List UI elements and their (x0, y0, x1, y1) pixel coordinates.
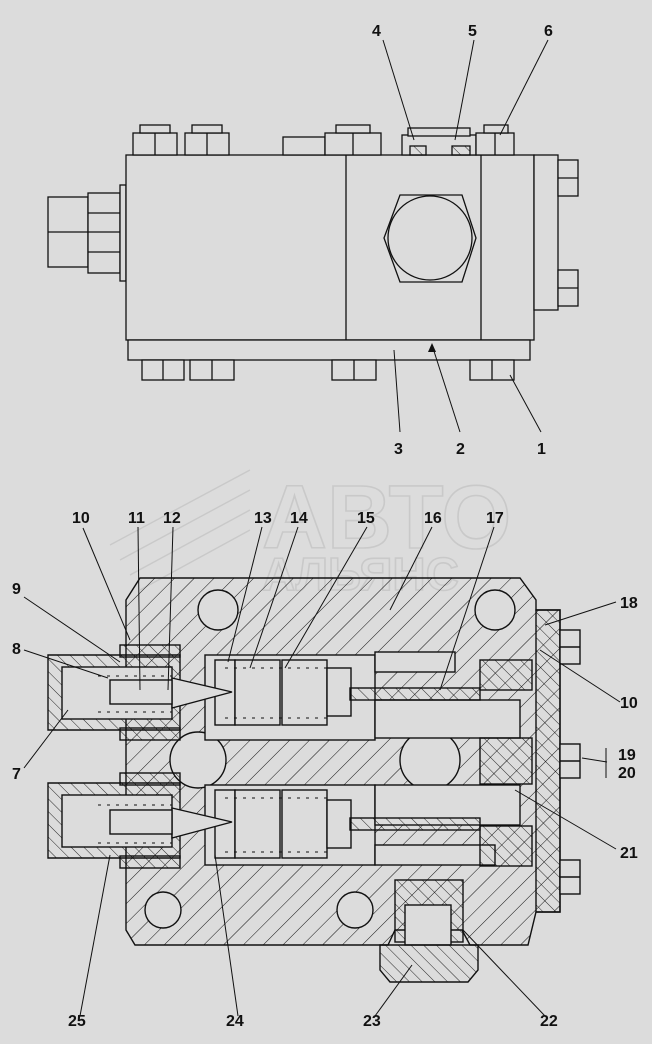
callout-21: 21 (620, 845, 638, 862)
callout-3: 3 (394, 441, 403, 458)
callout-19: 19 (618, 747, 636, 764)
callout-17: 17 (486, 510, 504, 527)
callout-10-top: 10 (72, 510, 90, 527)
callout-13: 13 (254, 510, 272, 527)
callout-14: 14 (290, 510, 308, 527)
bottom-plate (127, 339, 531, 361)
callout-22: 22 (540, 1013, 558, 1030)
callout-11: 11 (128, 510, 145, 527)
section-view (47, 577, 581, 983)
top-view (47, 124, 579, 381)
springs (98, 667, 330, 853)
callout-6: 6 (544, 23, 553, 40)
callout-18: 18 (620, 595, 638, 612)
upper-spool (214, 659, 481, 726)
callout-16: 16 (424, 510, 442, 527)
section-leaders (23, 526, 621, 1017)
callout-24: 24 (226, 1013, 244, 1030)
callout-20: 20 (618, 765, 636, 782)
callout-1: 1 (537, 441, 546, 458)
callout-7: 7 (12, 766, 21, 783)
left-port-nut (87, 192, 121, 274)
callout-10-right: 10 (620, 695, 638, 712)
top-view-leaders (382, 39, 549, 433)
callout-8: 8 (12, 641, 21, 658)
callout-9: 9 (12, 581, 21, 598)
right-cover (533, 154, 559, 311)
watermark-line1: АВТО (262, 468, 511, 568)
callout-25: 25 (68, 1013, 86, 1030)
callout-12: 12 (163, 510, 181, 527)
callout-23: 23 (363, 1013, 381, 1030)
callout-4: 4 (372, 23, 381, 40)
callout-15: 15 (357, 510, 375, 527)
callout-5: 5 (468, 23, 477, 40)
callout-2: 2 (456, 441, 465, 458)
bottom-plug-nut (379, 944, 479, 983)
